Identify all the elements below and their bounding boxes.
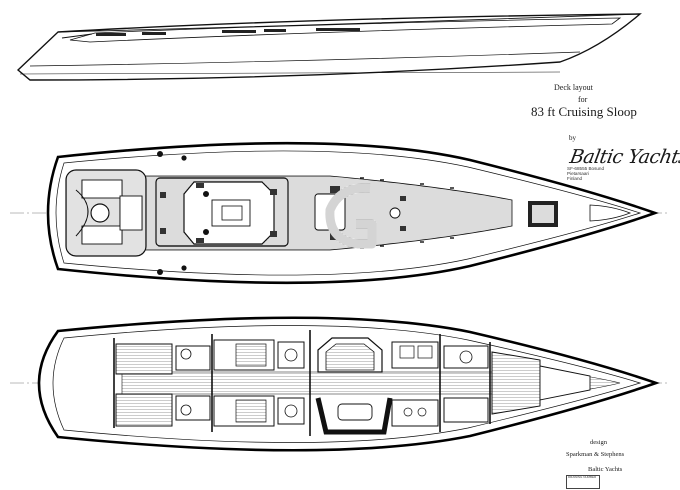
builder-footer: Baltic Yachts (588, 466, 623, 473)
main-deckhouse (155, 177, 289, 247)
title-stamp: DRAWING NUMBER (566, 475, 600, 489)
address-line: SF-68555 Bosund (567, 166, 605, 171)
caption-deck-layout: Deck layout (554, 83, 593, 92)
watermark-logo (325, 183, 377, 249)
builder-logo: Baltic Yachts (568, 146, 680, 168)
deck-plan-view (10, 141, 670, 285)
design-label: design (590, 439, 607, 446)
guest-cabins (213, 339, 305, 427)
aft-cockpit (65, 169, 147, 257)
address-line: Finland (567, 176, 583, 182)
aft-owner-cabin (115, 343, 211, 427)
caption-for: for (578, 95, 588, 104)
drawing-title: 83 ft Cruising Sloop (531, 104, 637, 119)
designer-name: Sparkman & Stephens (566, 451, 625, 458)
galley-forward (391, 341, 591, 427)
caption-by: by (569, 134, 576, 142)
stamp-line: DRAWING NUMBER (568, 475, 597, 479)
builder-address: SF-68555 Bosund Pietarsaari Finland (567, 166, 604, 182)
interior-plan-view (10, 316, 670, 452)
profile-view (16, 13, 642, 81)
address-line: Pietarsaari (567, 171, 589, 177)
saloon (315, 337, 393, 435)
